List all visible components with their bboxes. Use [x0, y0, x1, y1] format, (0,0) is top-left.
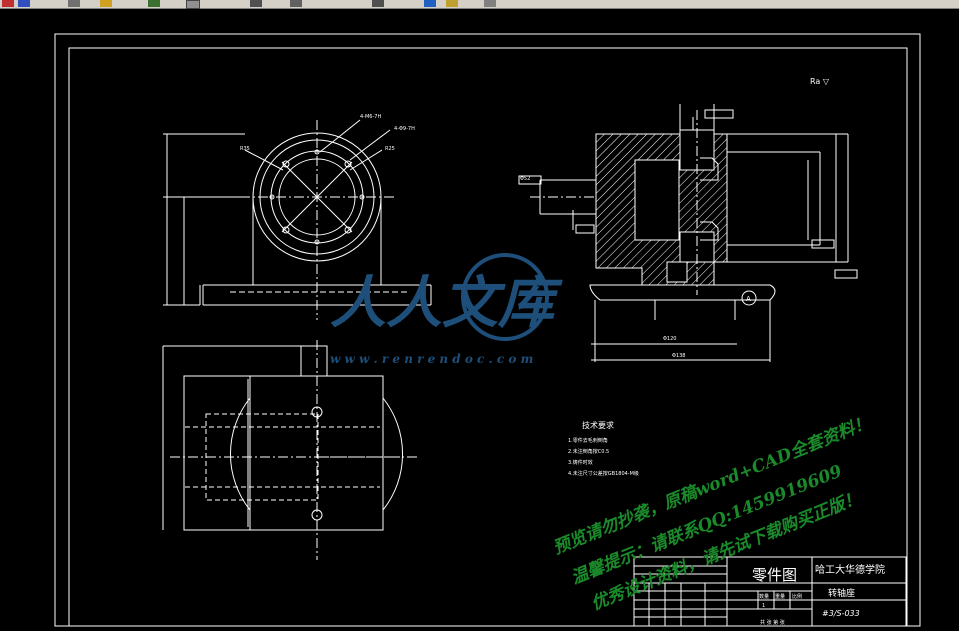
title-block	[633, 556, 907, 627]
tech-req-item: 1.零件去毛刺倒角	[568, 437, 608, 444]
redo-icon[interactable]	[250, 0, 262, 7]
tech-req-item: 2.未注倒角按C0.5	[568, 448, 609, 455]
undo-icon[interactable]	[186, 0, 200, 9]
help-icon[interactable]	[484, 0, 496, 7]
bottom-dim-label: Φ120	[663, 336, 676, 342]
hole-callout-2: 4-Φ9-7H	[394, 126, 415, 132]
datum-label: A	[746, 295, 751, 303]
hole-callout-1: 4-M6-7H	[360, 114, 381, 120]
tech-requirements: 技术要求 1.零件去毛刺倒角 2.未注倒角按C0.5 3.铸件时效 4.未注尺寸…	[568, 420, 639, 477]
school-name: 哈工大华德学院	[815, 563, 885, 576]
title-block-text: 零件图 哈工大华德学院 转轴座 #3/S-033 数量 重量 比例 1 共 张 …	[752, 563, 885, 626]
scale-label: 比例	[792, 593, 802, 600]
roughness-symbol: Ra ▽	[810, 77, 830, 86]
tech-req-item: 3.铸件时效	[568, 459, 593, 466]
properties-icon[interactable]	[424, 0, 436, 7]
side-dim-label: Φ52	[520, 176, 530, 182]
copy-icon[interactable]	[100, 0, 112, 7]
watermark: 人人文库 w w w . r e n r e n d o c . c o m 预…	[330, 253, 874, 615]
drawing-canvas[interactable]: 4-M6-7H 4-Φ9-7H R35 R25 Φ52 Φ120 Φ138 A …	[0, 9, 959, 631]
print-icon[interactable]	[18, 0, 30, 7]
top-view	[162, 340, 420, 560]
radius-label-1: R35	[240, 146, 250, 152]
qty-value: 1	[762, 603, 765, 609]
weight-label: 重量	[775, 593, 785, 600]
inner-frame	[68, 47, 908, 627]
radius-label-2: R25	[385, 146, 395, 152]
pan-icon[interactable]	[290, 0, 302, 7]
watermark-url: w w w . r e n r e n d o c . c o m	[330, 352, 533, 366]
part-name: 转轴座	[828, 587, 855, 599]
zoom-icon[interactable]	[372, 0, 384, 7]
watermark-logo-text: 人人文库	[330, 270, 563, 336]
section-view	[518, 104, 858, 362]
tech-req-item: 4.未注尺寸公差按GB1804-M级	[568, 470, 639, 477]
layers-icon[interactable]	[446, 0, 458, 7]
save-icon[interactable]	[2, 0, 14, 7]
cut-icon[interactable]	[68, 0, 80, 7]
drawing-number: #3/S-033	[822, 609, 860, 618]
qty-label: 数量	[759, 593, 769, 600]
front-view	[163, 119, 432, 320]
tech-req-title: 技术要求	[582, 420, 614, 430]
cad-toolbar	[0, 0, 959, 9]
watermark-logo-icon	[461, 253, 549, 341]
doc-type: 零件图	[752, 566, 797, 584]
overall-dim-label: Φ138	[672, 353, 685, 359]
sheet-label: 共 张 第 张	[760, 619, 785, 626]
paste-icon[interactable]	[148, 0, 160, 7]
